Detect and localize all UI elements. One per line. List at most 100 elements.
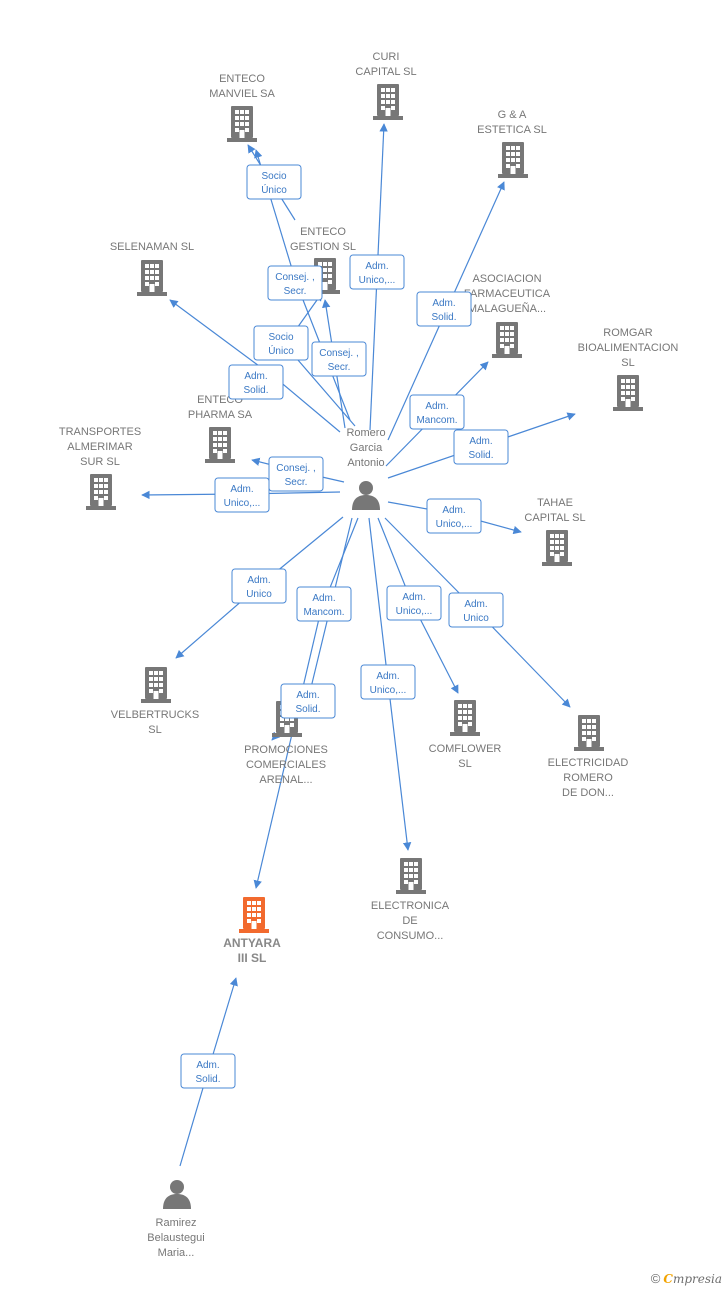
edge-label-line: Consej. , — [276, 463, 315, 474]
edge-label[interactable]: Adm.Solid. — [416, 291, 472, 327]
node-label-line: MANVIEL SA — [209, 88, 275, 100]
edge-label[interactable]: Adm.Mancom. — [296, 586, 352, 622]
node-selenaman[interactable]: SELENAMAN SL — [110, 241, 194, 296]
node-label-line: ALMERIMAR — [67, 441, 132, 453]
node-label-line: Garcia — [350, 442, 383, 454]
node-label-line: SL — [621, 357, 634, 369]
node-label-line: BIOALIMENTACION — [578, 342, 679, 354]
copyright-symbol: © — [650, 1271, 661, 1286]
edge-label[interactable]: Consej. , Secr. — [267, 265, 323, 301]
edge-label[interactable]: Adm.Solid. — [180, 1053, 236, 1089]
node-ramirez[interactable]: RamirezBelausteguiMaria... — [147, 1180, 205, 1259]
edge-label[interactable]: Adm.Unico — [231, 568, 287, 604]
edge-label-line: Adm. — [464, 599, 487, 610]
edge-label-line: Adm. — [196, 1060, 219, 1071]
edge-label-box — [228, 364, 284, 400]
edge-label[interactable]: Adm. Unico,... — [386, 585, 442, 621]
node-enteco_manviel[interactable]: ENTECO MANVIEL SA — [209, 73, 275, 142]
edge-label-line: Solid. — [431, 312, 456, 323]
edge-label-line: Secr. — [328, 362, 351, 373]
node-label-line: PROMOCIONES — [244, 744, 328, 756]
edge-label-line: Secr. — [284, 286, 307, 297]
edge-label-line: Unico — [246, 589, 272, 600]
empresia-logo[interactable]: Cmpresia — [663, 1271, 722, 1286]
node-label-line: TAHAE — [537, 497, 573, 509]
building-icon — [373, 84, 403, 120]
node-label-line: TRANSPORTES — [59, 426, 141, 438]
edge-label-line: Unico,... — [396, 606, 433, 617]
node-label-line: ARENAL... — [259, 774, 312, 786]
node-label-line: G & A — [498, 109, 527, 121]
building-icon — [498, 142, 528, 178]
node-label-line: ROMERO — [563, 772, 613, 784]
edge-label-box — [349, 254, 405, 290]
edge-label-line: Adm. — [402, 592, 425, 603]
person-icon — [352, 481, 380, 510]
edge-label[interactable]: Adm. Mancom. — [409, 394, 465, 430]
edge-label-line: Solid. — [295, 704, 320, 715]
node-label-line: DE DON... — [562, 787, 614, 799]
edge-label-box — [180, 1053, 236, 1089]
edge-label[interactable]: Adm.Solid. — [453, 429, 509, 465]
node-label-line: ENTECO — [219, 73, 265, 85]
edge-label-line: Adm. — [230, 484, 253, 495]
edge-label-line: Consej. , — [319, 348, 358, 359]
edge-label-line: Único — [268, 344, 294, 357]
node-label-line: ANTYARA — [223, 936, 281, 950]
node-label-line: SUR SL — [80, 456, 120, 468]
building-icon — [239, 897, 269, 933]
edge-label[interactable]: Consej. , Secr. — [311, 341, 367, 377]
edge-label-line: Secr. — [285, 477, 308, 488]
node-label-line: GESTION SL — [290, 241, 356, 253]
edge-label-box — [416, 291, 472, 327]
node-label-line: COMERCIALES — [246, 759, 326, 771]
edge-label-line: Adm. — [469, 436, 492, 447]
node-transportes[interactable]: TRANSPORTES ALMERIMAR SUR SL — [59, 426, 141, 510]
edge-label[interactable]: Adm.Unico,... — [426, 498, 482, 534]
edge-label[interactable]: Consej. , Secr. — [268, 456, 324, 492]
edge-label[interactable]: Adm.Solid. — [228, 364, 284, 400]
node-label-line: ENTECO — [300, 226, 346, 238]
edge-label[interactable]: Adm. Unico — [448, 592, 504, 628]
edge-label-line: Consej. , — [275, 272, 314, 283]
edge-label[interactable]: Adm.Solid. — [280, 683, 336, 719]
edge-label-line: Adm. — [425, 401, 448, 412]
node-label-line: CAPITAL SL — [355, 66, 416, 78]
edge-label-box — [246, 164, 302, 200]
edge-label-box — [296, 586, 352, 622]
node-label-line: VELBERTRUCKS — [111, 709, 199, 721]
building-icon — [141, 667, 171, 703]
node-enteco_gestion[interactable]: ENTECO GESTION SL — [290, 226, 356, 294]
edge-label-line: Unico — [463, 613, 489, 624]
edge-label-line: Unico,... — [436, 519, 473, 530]
edge-label-box — [280, 683, 336, 719]
node-electronica[interactable]: ELECTRONICADECONSUMO... — [371, 858, 450, 942]
edge-label[interactable]: Adm.Unico,... — [360, 664, 416, 700]
edge-label-line: Único — [261, 183, 287, 196]
edge-label-line: Unico,... — [224, 498, 261, 509]
node-asociacion[interactable]: ASOCIACIONFARMACEUTICAMALAGUEÑA... — [464, 273, 551, 358]
edge-label[interactable]: Adm.Unico,... — [349, 254, 405, 290]
edge-label[interactable]: Adm. Unico,... — [214, 477, 270, 513]
building-icon — [205, 427, 235, 463]
node-promociones[interactable]: PROMOCIONES COMERCIALES ARENAL... — [244, 701, 328, 786]
edge-label-line: Solid. — [243, 385, 268, 396]
edge-label-box — [268, 456, 324, 492]
edge-label-line: Unico,... — [359, 275, 396, 286]
edge-label-box — [409, 394, 465, 430]
edge-label-line: Mancom. — [416, 415, 457, 426]
